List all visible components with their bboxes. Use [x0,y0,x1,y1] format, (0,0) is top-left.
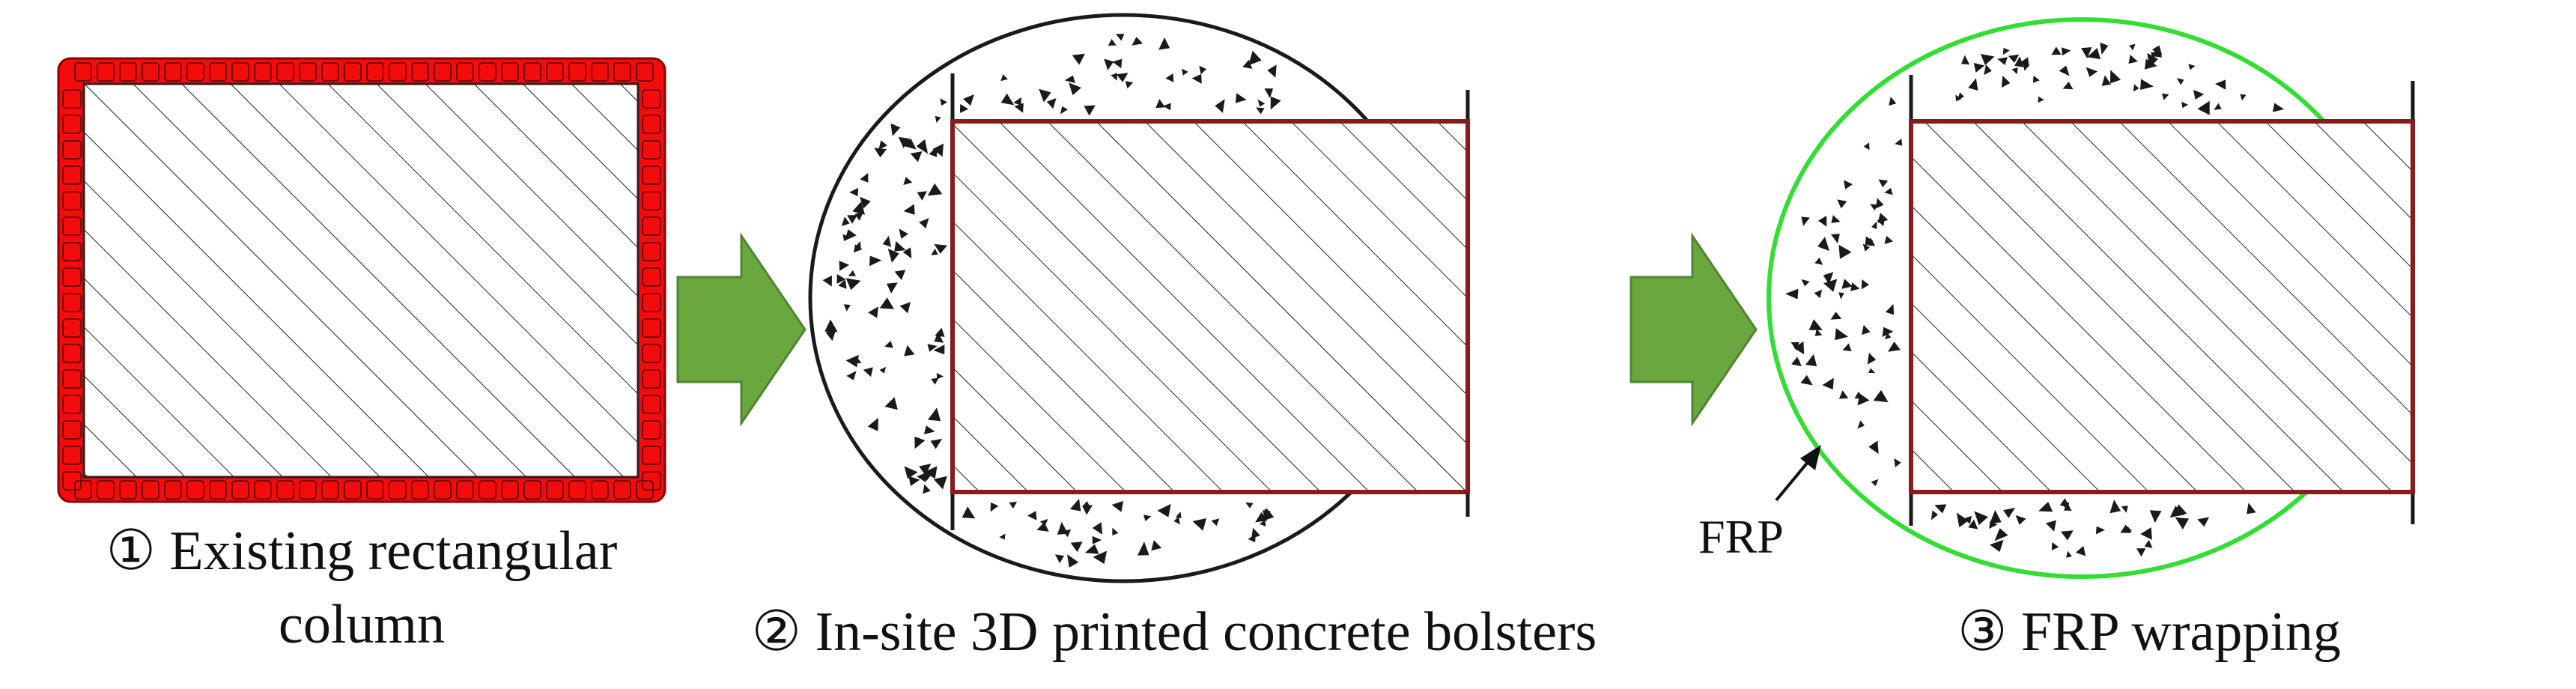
step-2-concrete-bolsters [808,13,1470,583]
step-2-caption: ② In-site 3D printed concrete bolsters [752,601,1597,663]
bolster-aggregate-dots [822,34,1281,568]
bolster-aggregate-dots [1785,42,2285,558]
step-3-caption: ③ FRP wrapping [1957,601,2341,663]
step-1-caption-line-1: ① Existing rectangular [106,520,618,582]
column-core-hatched [1909,119,2415,494]
column-core-hatched [950,119,1470,494]
process-arrow-2 [1629,232,1758,427]
frp-pointer-arrow [1775,445,1821,502]
process-arrow-1 [676,232,806,427]
steel-frame-links [62,62,661,500]
step-3-frp-wrapping: FRP [1698,17,2415,579]
step-1-existing-column [57,57,666,503]
column-core-hatched [82,82,640,479]
step-1-caption-line-2: column [279,594,445,655]
frp-label: FRP [1698,510,1784,563]
